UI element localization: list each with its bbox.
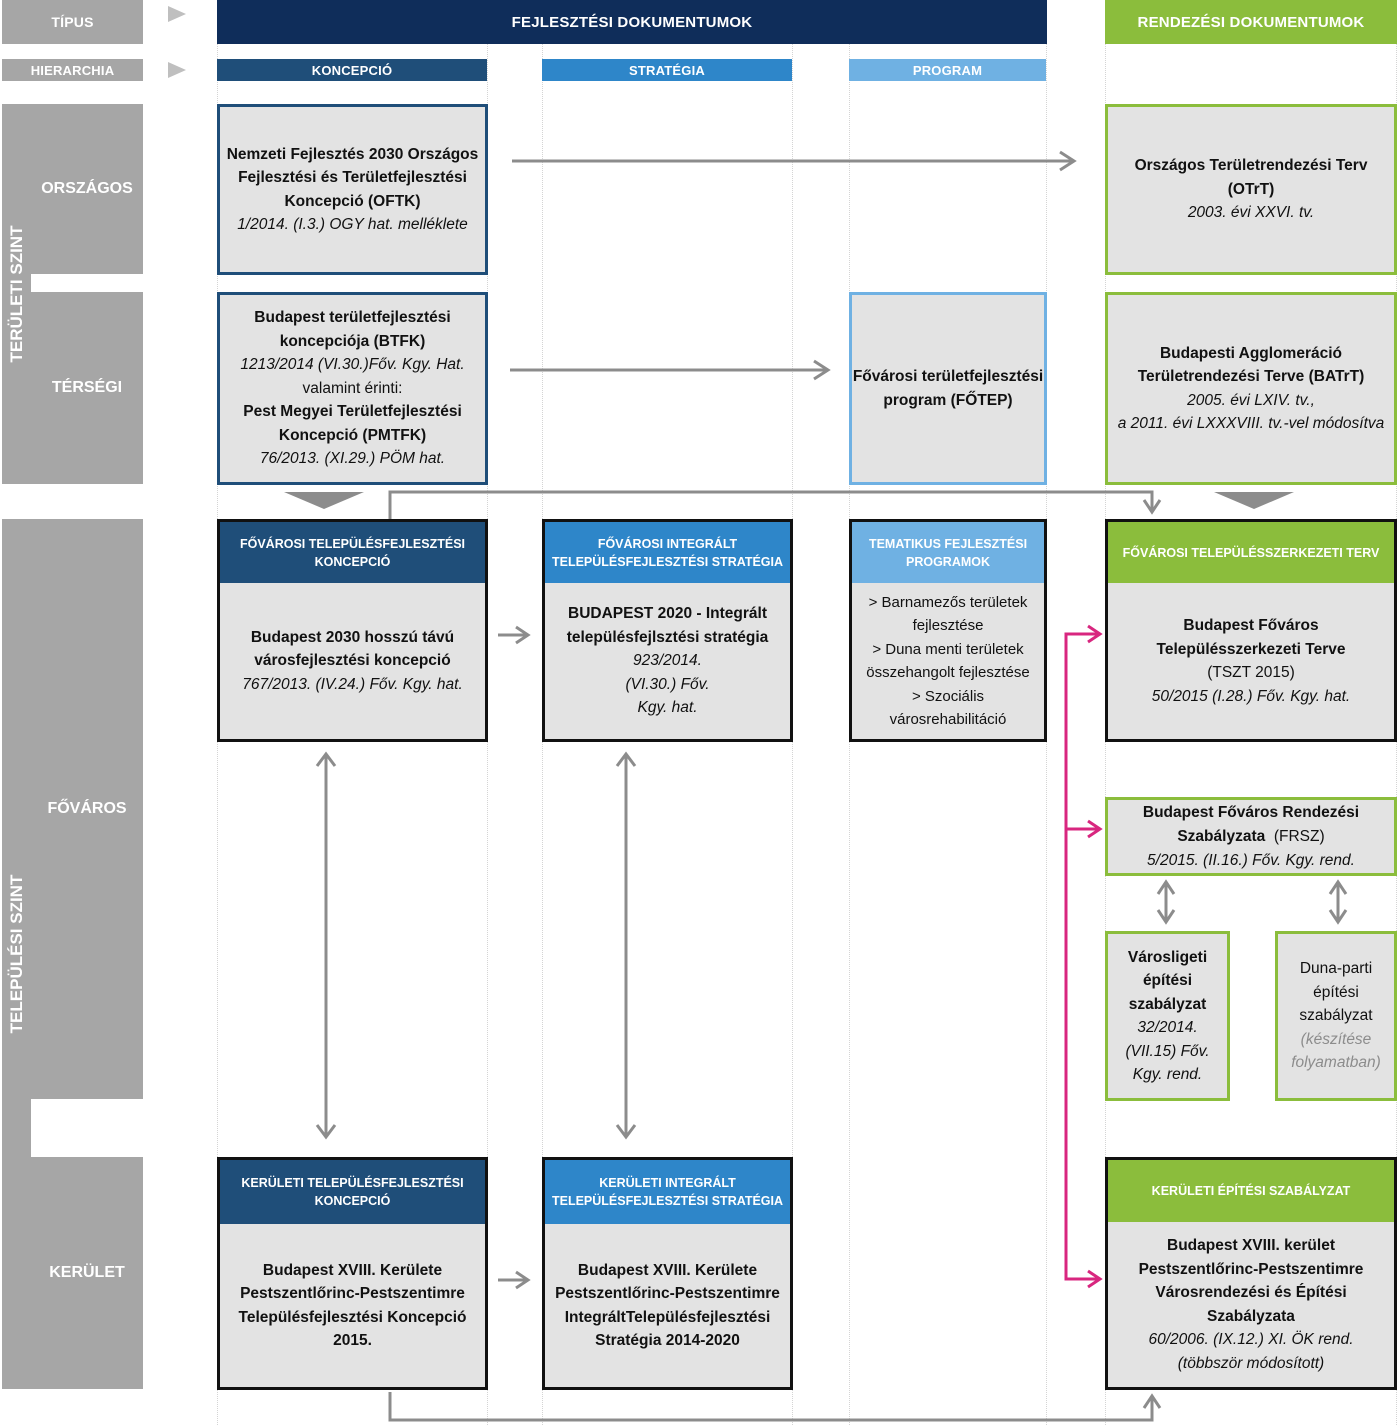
tematikus-item: > Szociális városrehabilitáció — [889, 687, 1007, 729]
tszt-head: FŐVÁROSI TELEPÜLÉSSZERKEZETI TERV — [1108, 522, 1394, 583]
tematikus-programok-head: TEMATIKUS FEJLESZTÉSI PROGRAMOK — [852, 522, 1044, 583]
orszagos-label: ORSZÁGOS — [31, 104, 143, 274]
keruleti-strategia-head: KERÜLETI INTEGRÁLT TELEPÜLÉSFEJLESZTÉSI … — [545, 1160, 790, 1224]
fotep-box: Fővárosi területfejlesztési program (FŐT… — [849, 292, 1047, 485]
arrow-ktk-kesz — [388, 1392, 1154, 1422]
keruleti-koncepcio-head: KERÜLETI TELEPÜLÉSFEJLESZTÉSI KONCEPCIÓ — [220, 1160, 485, 1224]
batrt-box: Budapesti Agglomeráció Területrendezési … — [1105, 292, 1397, 485]
hierarchia-label: HIERARCHIA — [2, 59, 143, 81]
pink-bracket — [1064, 632, 1098, 1281]
tersegi-label: TÉRSÉGI — [31, 292, 143, 484]
otrt-box: Országos Területrendezési Terv (OTrT) 20… — [1105, 104, 1397, 275]
fovarosi-strategia-head: FŐVÁROSI INTEGRÁLT TELEPÜLÉSFEJLESZTÉSI … — [545, 522, 790, 583]
hierarchia-arrow-icon — [166, 60, 188, 80]
koncepcio-header: KONCEPCIÓ — [217, 59, 487, 81]
arrow-btfk-tszt — [388, 490, 1154, 519]
program-header: PROGRAM — [849, 59, 1046, 81]
keruleti-koncepcio-card: KERÜLETI TELEPÜLÉSFEJLESZTÉSI KONCEPCIÓ … — [217, 1157, 488, 1390]
dunaparti-box: Duna-parti építési szabályzat (készítése… — [1275, 931, 1397, 1101]
keruleti-strategia-card: KERÜLETI INTEGRÁLT TELEPÜLÉSFEJLESZTÉSI … — [542, 1157, 793, 1390]
keruleti-epitesi-szabalyzat-card: KERÜLETI ÉPÍTÉSI SZABÁLYZAT Budapest XVI… — [1105, 1157, 1397, 1390]
fovaros-label: FŐVÁROS — [31, 519, 143, 1099]
tipus-label: TÍPUS — [2, 0, 143, 44]
down-triangle-koncepcio — [284, 492, 364, 509]
tszt-card: FŐVÁROSI TELEPÜLÉSSZERKEZETI TERV Budape… — [1105, 519, 1397, 742]
telepulesi-szint-label: TELEPÜLÉSI SZINT — [2, 519, 31, 1389]
frsz-box: Budapest Főváros Rendezési Szabályzata (… — [1105, 797, 1397, 876]
fejlesztesi-dokumentumok-header: FEJLESZTÉSI DOKUMENTUMOK — [217, 0, 1047, 44]
fovarosi-koncepcio-head: FŐVÁROSI TELEPÜLÉSFEJLESZTÉSI KONCEPCIÓ — [220, 522, 485, 583]
btfk-box: Budapest területfejlesztési koncepciója … — [217, 292, 488, 485]
rendezesi-dokumentumok-header: RENDEZÉSI DOKUMENTUMOK — [1105, 0, 1397, 44]
keruleti-epitesi-szabalyzat-head: KERÜLETI ÉPÍTÉSI SZABÁLYZAT — [1108, 1160, 1394, 1222]
teruleti-szint-label: TERÜLETI SZINT — [2, 104, 31, 484]
kerulet-label: KERÜLET — [31, 1157, 143, 1389]
tipus-arrow-icon — [166, 4, 188, 24]
tematikus-item: > Duna menti területek összehangolt fejl… — [866, 640, 1030, 682]
strategia-header: STRATÉGIA — [542, 59, 792, 81]
varosligeti-box: Városligeti építési szabályzat 32/2014. … — [1105, 931, 1230, 1101]
fovarosi-strategia-card: FŐVÁROSI INTEGRÁLT TELEPÜLÉSFEJLESZTÉSI … — [542, 519, 793, 742]
tematikus-item: > Barnamezős területek fejlesztése — [868, 593, 1028, 635]
down-triangle-rendezesi — [1214, 492, 1294, 509]
tematikus-programok-card: TEMATIKUS FEJLESZTÉSI PROGRAMOK > Barnam… — [849, 519, 1047, 742]
fovarosi-koncepcio-card: FŐVÁROSI TELEPÜLÉSFEJLESZTÉSI KONCEPCIÓ … — [217, 519, 488, 742]
oftk-box: Nemzeti Fejlesztés 2030 Országos Fejlesz… — [217, 104, 488, 275]
